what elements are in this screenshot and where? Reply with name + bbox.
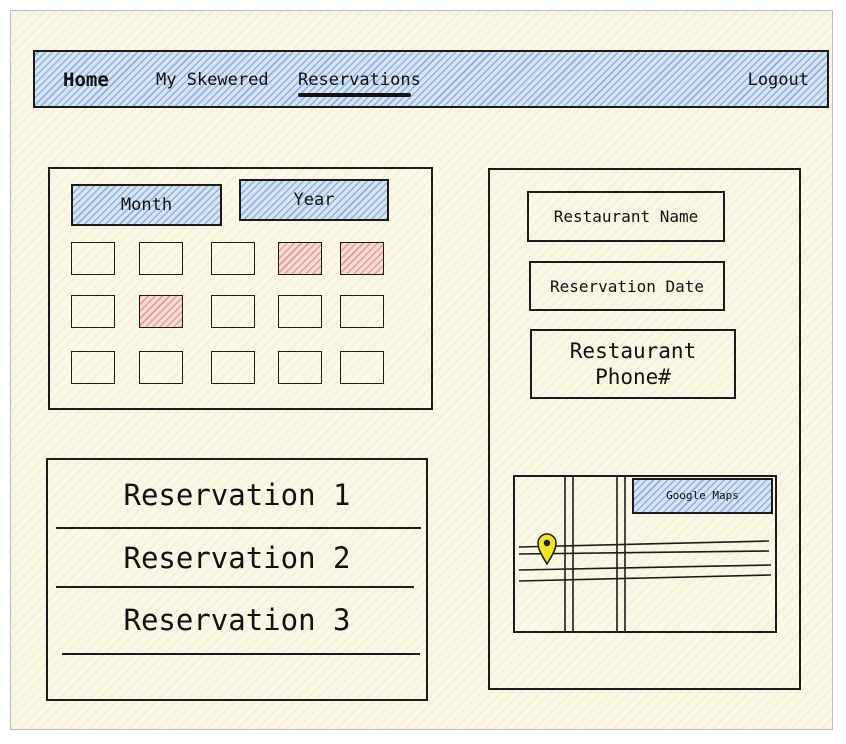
list-divider — [56, 586, 414, 588]
nav-reservations-link[interactable]: Reservations — [298, 70, 421, 90]
restaurant-phone-field: Restaurant Phone# — [530, 329, 736, 399]
calendar-day[interactable] — [71, 242, 115, 275]
nav-home-link[interactable]: Home — [63, 69, 109, 91]
calendar-day[interactable] — [211, 242, 255, 275]
top-navbar: Home My Skewered Reservations Logout — [33, 50, 829, 108]
list-item-reservation-3[interactable]: Reservation 3 — [123, 603, 351, 637]
map-widget[interactable]: Google Maps — [513, 475, 777, 633]
wireframe-frame: Home My Skewered Reservations Logout — [10, 10, 833, 730]
list-divider — [56, 527, 421, 529]
list-item-reservation-1[interactable]: Reservation 1 — [123, 478, 351, 512]
year-selector[interactable]: Year — [239, 179, 389, 221]
calendar-day-highlighted[interactable] — [340, 242, 384, 275]
restaurant-name-field: Restaurant Name — [527, 191, 725, 242]
calendar-day[interactable] — [278, 351, 322, 384]
google-maps-button[interactable]: Google Maps — [632, 478, 773, 514]
calendar-day[interactable] — [71, 351, 115, 384]
calendar-day[interactable] — [139, 351, 183, 384]
reservation-date-field: Reservation Date — [529, 261, 725, 311]
month-selector[interactable]: Month — [71, 184, 222, 226]
map-roads — [518, 477, 772, 631]
calendar-day[interactable] — [340, 351, 384, 384]
active-tab-underline — [298, 93, 411, 97]
restaurant-phone-label-line1: Restaurant — [569, 339, 697, 363]
nav-my-skewered-link[interactable]: My Skewered — [156, 70, 269, 90]
reservation-detail-panel: Restaurant Name Reservation Date Restaur… — [488, 168, 801, 690]
calendar-day[interactable] — [211, 295, 255, 328]
calendar-day-highlighted[interactable] — [278, 242, 322, 275]
calendar-day[interactable] — [278, 295, 322, 328]
reservation-list: Reservation 1 Reservation 2 Reservation … — [46, 458, 428, 701]
nav-logout-link[interactable]: Logout — [747, 70, 809, 90]
list-item-reservation-2[interactable]: Reservation 2 — [123, 541, 351, 575]
calendar-day[interactable] — [71, 295, 115, 328]
calendar-day[interactable] — [139, 242, 183, 275]
restaurant-phone-label-line2: Phone# — [595, 365, 671, 389]
calendar-panel: Month Year — [48, 167, 433, 410]
map-pin-icon — [537, 533, 557, 566]
list-divider — [62, 653, 420, 655]
calendar-day[interactable] — [211, 351, 255, 384]
calendar-day[interactable] — [340, 295, 384, 328]
calendar-day-highlighted[interactable] — [139, 295, 183, 328]
